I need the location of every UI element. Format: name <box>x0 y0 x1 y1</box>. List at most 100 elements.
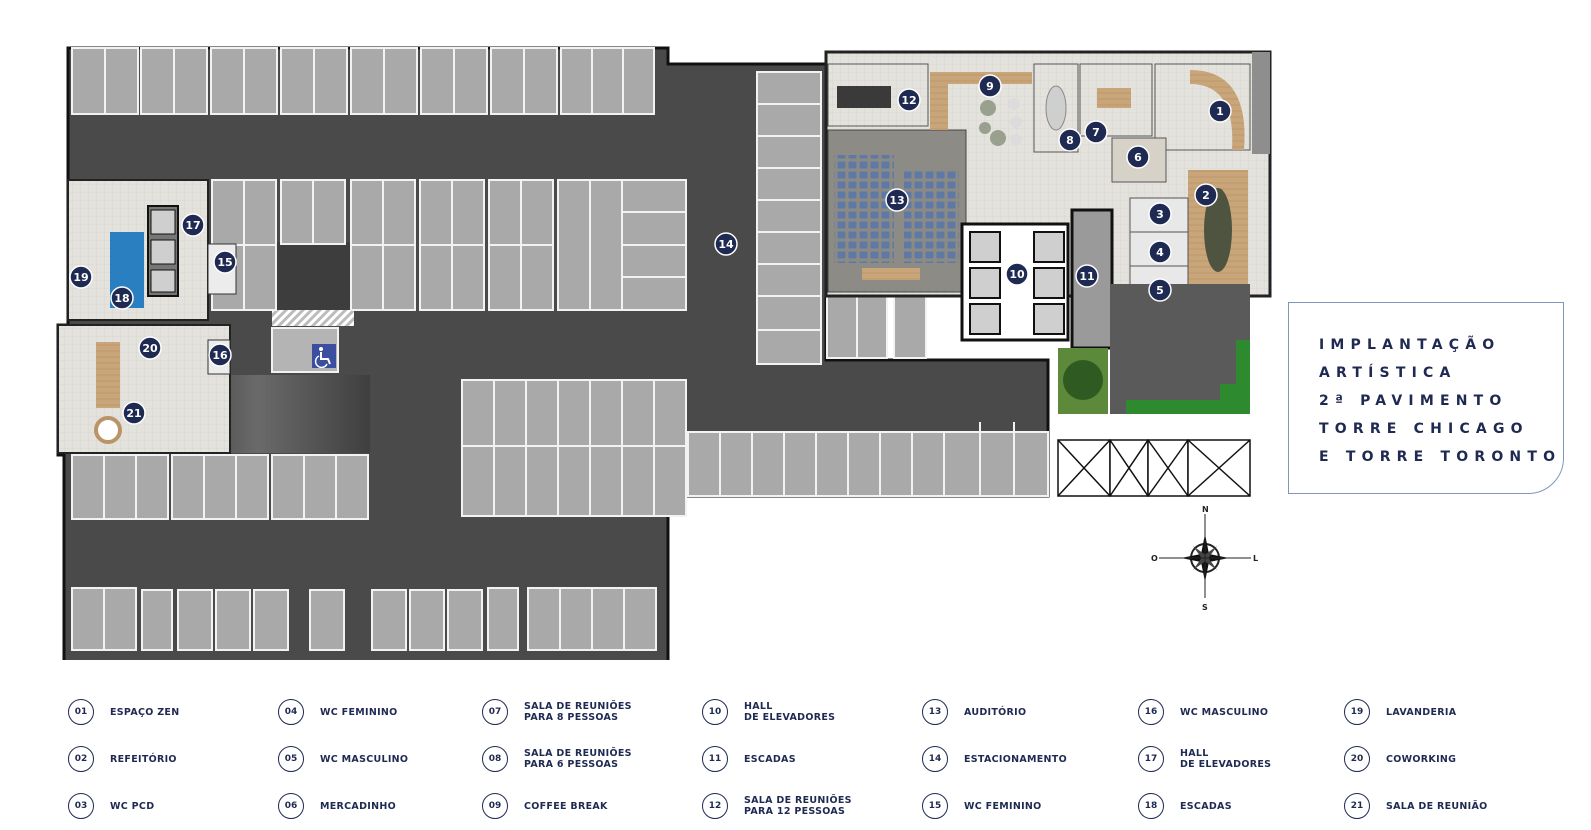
legend-item: 05 WC MASCULINO <box>278 746 408 772</box>
room-marker[interactable]: 1 <box>1208 99 1232 123</box>
room-marker[interactable]: 6 <box>1126 145 1150 169</box>
svg-text:20: 20 <box>142 342 158 355</box>
svg-text:5: 5 <box>1156 284 1164 297</box>
svg-text:7: 7 <box>1092 126 1100 139</box>
legend-item: 18 ESCADAS <box>1138 793 1232 819</box>
room-marker[interactable]: 4 <box>1148 240 1172 264</box>
room-marker[interactable]: 3 <box>1148 202 1172 226</box>
svg-text:17: 17 <box>185 219 200 232</box>
compass-s: S <box>1202 603 1208 612</box>
compass-rose: N S O L <box>1151 505 1258 612</box>
room-marker[interactable]: 8 <box>1058 128 1082 152</box>
legend-label: WC MASCULINO <box>1180 706 1269 718</box>
title-line-2: ARTÍSTICA <box>1319 365 1457 381</box>
title-line-3: 2ª PAVIMENTO <box>1319 393 1508 409</box>
legend-number: 13 <box>922 699 948 725</box>
legend-label: WC FEMININO <box>964 800 1042 812</box>
compass-l: L <box>1253 554 1258 563</box>
svg-text:9: 9 <box>986 80 994 93</box>
room-marker[interactable]: 2 <box>1194 183 1218 207</box>
svg-text:19: 19 <box>73 271 88 284</box>
room-marker[interactable]: 14 <box>714 232 738 256</box>
room-marker[interactable]: 13 <box>885 188 909 212</box>
legend-label: WC FEMININO <box>320 706 398 718</box>
parking-stalls <box>71 47 1049 651</box>
room-marker[interactable]: 12 <box>897 88 921 112</box>
legend-number: 06 <box>278 793 304 819</box>
svg-text:8: 8 <box>1066 134 1074 147</box>
svg-text:13: 13 <box>889 194 904 207</box>
compass-n: N <box>1202 505 1209 514</box>
legend-number: 02 <box>68 746 94 772</box>
legend-number: 10 <box>702 699 728 725</box>
legend-number: 19 <box>1344 699 1370 725</box>
legend-item: 14 ESTACIONAMENTO <box>922 746 1067 772</box>
legend-label: LAVANDERIA <box>1386 706 1457 718</box>
legend-item: 19 LAVANDERIA <box>1344 699 1456 725</box>
room-marker[interactable]: 19 <box>69 265 93 289</box>
legend-label: ESCADAS <box>1180 800 1232 812</box>
svg-text:6: 6 <box>1134 151 1142 164</box>
accessible-parking-icon <box>312 344 336 369</box>
svg-text:2: 2 <box>1202 189 1210 202</box>
legend-number: 16 <box>1138 699 1164 725</box>
plan-title-box: IMPLANTAÇÃO ARTÍSTICA 2ª PAVIMENTO TORRE… <box>1288 302 1564 494</box>
legend-label: MERCADINHO <box>320 800 396 812</box>
legend-number: 07 <box>482 699 508 725</box>
legend-number: 05 <box>278 746 304 772</box>
floor-plan: N S O L 1 2 3 4 5 6 7 8 9 10 11 12 13 14… <box>56 46 1272 660</box>
legend-label: SALA DE REUNIÕES PARA 8 PESSOAS <box>524 701 632 723</box>
legend-number: 17 <box>1138 746 1164 772</box>
svg-text:14: 14 <box>718 238 734 251</box>
svg-text:18: 18 <box>114 292 129 305</box>
room-marker[interactable]: 10 <box>1005 262 1029 286</box>
room-marker[interactable]: 9 <box>978 74 1002 98</box>
room-marker[interactable]: 5 <box>1148 278 1172 302</box>
legend-label: SALA DE REUNIÕES PARA 6 PESSOAS <box>524 748 632 770</box>
legend-number: 03 <box>68 793 94 819</box>
room-marker[interactable]: 15 <box>213 250 237 274</box>
svg-text:3: 3 <box>1156 208 1164 221</box>
room-marker[interactable]: 20 <box>138 336 162 360</box>
svg-text:4: 4 <box>1156 246 1164 259</box>
legend-label: SALA DE REUNIÃO <box>1386 800 1488 812</box>
title-line-4: TORRE CHICAGO <box>1319 421 1529 437</box>
legend-label: AUDITÓRIO <box>964 706 1027 718</box>
legend-item: 09 COFFEE BREAK <box>482 793 608 819</box>
svg-text:11: 11 <box>1079 270 1094 283</box>
legend-number: 18 <box>1138 793 1164 819</box>
room-marker[interactable]: 21 <box>122 401 146 425</box>
svg-text:16: 16 <box>212 349 228 362</box>
legend-number: 14 <box>922 746 948 772</box>
legend-label: ESCADAS <box>744 753 796 765</box>
room-marker[interactable]: 18 <box>110 286 134 310</box>
legend-label: ESTACIONAMENTO <box>964 753 1067 765</box>
room-marker[interactable]: 17 <box>181 213 205 237</box>
room-marker[interactable]: 16 <box>208 343 232 367</box>
room-marker[interactable]: 7 <box>1084 120 1108 144</box>
legend-number: 01 <box>68 699 94 725</box>
svg-text:15: 15 <box>217 256 232 269</box>
legend-label: HALL DE ELEVADORES <box>1180 748 1272 770</box>
room-marker[interactable]: 11 <box>1075 264 1099 288</box>
legend-number: 12 <box>702 793 728 819</box>
legend-item: 06 MERCADINHO <box>278 793 396 819</box>
svg-text:21: 21 <box>126 407 141 420</box>
legend-label: COFFEE BREAK <box>524 800 608 812</box>
legend-item: 13 AUDITÓRIO <box>922 699 1026 725</box>
legend-number: 09 <box>482 793 508 819</box>
legend-number: 15 <box>922 793 948 819</box>
legend-number: 20 <box>1344 746 1370 772</box>
legend-label: SALA DE REUNIÕES PARA 12 PESSOAS <box>744 795 852 817</box>
svg-text:1: 1 <box>1216 105 1224 118</box>
title-line-5: E TORRE TORONTO <box>1319 449 1562 465</box>
legend-item: 12 SALA DE REUNIÕES PARA 12 PESSOAS <box>702 793 852 819</box>
legend-label: WC MASCULINO <box>320 753 409 765</box>
svg-text:12: 12 <box>901 94 916 107</box>
legend-number: 08 <box>482 746 508 772</box>
